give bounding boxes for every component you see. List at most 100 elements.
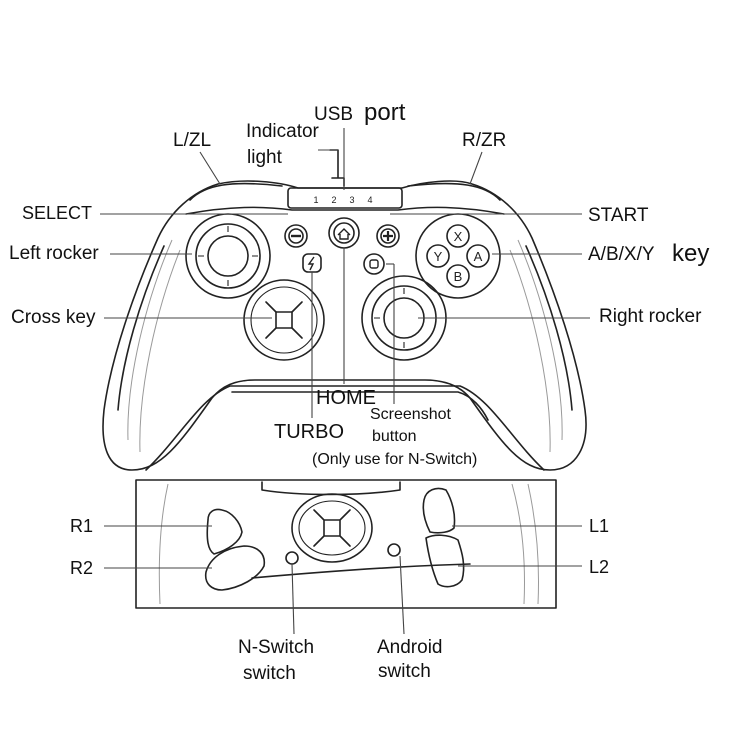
controller-body — [102, 180, 587, 471]
android-switch-dot[interactable] — [387, 543, 401, 557]
label-right-rocker: Right rocker — [599, 306, 702, 327]
label-port: port — [364, 99, 406, 126]
bottom-view-frame — [135, 479, 557, 609]
label-indicator: Indicator — [246, 121, 319, 142]
right-grip-edge — [525, 245, 573, 411]
screenshot-button[interactable] — [363, 253, 385, 275]
usb-port — [329, 149, 345, 187]
bottom-dpad-inner — [298, 500, 366, 556]
label-lzl: L/ZL — [173, 130, 212, 151]
leader-rzr — [469, 151, 483, 185]
select-button-inner — [288, 228, 304, 244]
button-x-label: X — [454, 229, 463, 244]
leader-lines-bottom — [104, 525, 582, 635]
plus-icon — [383, 231, 393, 241]
left-rocker-rim — [195, 223, 261, 289]
label-abxy: A/B/X/Y — [588, 244, 655, 265]
indicator-number: 4 — [367, 195, 372, 205]
left-grip-shadow-1 — [127, 239, 173, 441]
button-b[interactable] — [446, 264, 470, 288]
body-outline — [102, 180, 587, 471]
turbo-button-outer — [302, 253, 322, 273]
label-key: key — [672, 240, 710, 267]
label-screenshot-line3: (Only use for N-Switch) — [312, 451, 478, 468]
left-grip-edge — [117, 245, 165, 411]
indicator-number: 1 — [313, 195, 318, 205]
left-shoulder — [189, 182, 283, 201]
bottom-dpad[interactable] — [291, 493, 373, 563]
select-button-outer — [284, 224, 308, 248]
nswitch-switch-dot[interactable] — [285, 551, 299, 565]
start-button-outer — [376, 224, 400, 248]
button-y-label: Y — [434, 249, 443, 264]
l2-button[interactable] — [425, 534, 465, 588]
lower-cavity-inner — [231, 391, 489, 421]
label-android-line2: switch — [378, 661, 431, 682]
cross-key[interactable] — [243, 279, 325, 361]
bottom-grip-shadow-2 — [527, 483, 540, 605]
cross-key-inner-ring — [250, 286, 318, 354]
right-rocker-ticks — [374, 288, 434, 348]
indicator-bar — [287, 187, 403, 209]
label-left-rocker: Left rocker — [9, 243, 99, 264]
bottom-dpad-outer — [291, 493, 373, 563]
label-r1: R1 — [70, 516, 94, 536]
r2-button[interactable] — [204, 545, 266, 591]
label-l2: L2 — [589, 557, 610, 577]
l1-button[interactable] — [422, 487, 456, 534]
bottom-top-tab — [261, 481, 401, 496]
square-icon — [369, 259, 379, 269]
right-grip-shadow-2 — [509, 249, 551, 453]
indicator-strip: 1 2 3 4 — [287, 149, 403, 209]
label-cross-key: Cross key — [11, 307, 96, 328]
bottom-grip-shadow-3 — [158, 483, 169, 605]
home-icon — [337, 228, 351, 240]
label-nswitch-line1: N-Switch — [238, 637, 315, 658]
button-x[interactable] — [446, 224, 470, 248]
right-grip-shadow-1 — [517, 239, 563, 441]
label-android-line1: Android — [377, 637, 443, 658]
face-button-surround — [415, 213, 501, 299]
leader-lzl — [199, 151, 221, 185]
label-light: light — [247, 147, 282, 168]
label-select: SELECT — [22, 203, 93, 223]
button-y[interactable] — [426, 244, 450, 268]
left-rocker[interactable] — [185, 213, 271, 299]
top-bridge — [185, 206, 505, 215]
right-rocker[interactable] — [361, 275, 447, 361]
indicator-number: 2 — [331, 195, 336, 205]
start-button-inner — [380, 228, 396, 244]
button-a[interactable] — [466, 244, 490, 268]
turbo-button[interactable] — [302, 253, 322, 273]
label-screenshot-line1: Screenshot — [370, 406, 451, 423]
button-a-label: A — [474, 249, 483, 264]
leader-android — [399, 555, 405, 635]
leader-lines-top — [100, 128, 590, 418]
screenshot-button-outer — [363, 253, 385, 275]
label-r2: R2 — [70, 558, 94, 578]
cross-key-ring — [243, 279, 325, 361]
indicator-number: 3 — [349, 195, 354, 205]
face-button-cluster: X Y A B — [415, 213, 501, 299]
home-button-inner — [333, 222, 355, 244]
bottom-base-line — [251, 563, 471, 579]
start-button[interactable] — [376, 224, 400, 248]
leader-nswitch — [291, 563, 295, 635]
bottom-view — [135, 479, 557, 609]
label-screenshot-line2: button — [372, 428, 417, 445]
label-start: START — [588, 205, 649, 226]
label-home: HOME — [316, 387, 376, 409]
lightning-icon — [307, 256, 315, 271]
home-button[interactable] — [328, 217, 360, 249]
select-button[interactable] — [284, 224, 308, 248]
bottom-dpad-cross — [313, 509, 351, 547]
right-shoulder — [407, 182, 501, 201]
label-usb: USB — [314, 104, 354, 125]
lower-cavity — [145, 385, 545, 471]
r1-button[interactable] — [206, 508, 243, 555]
label-l1: L1 — [589, 516, 610, 536]
label-nswitch-line2: switch — [243, 663, 296, 684]
cross-key-center — [275, 311, 293, 329]
